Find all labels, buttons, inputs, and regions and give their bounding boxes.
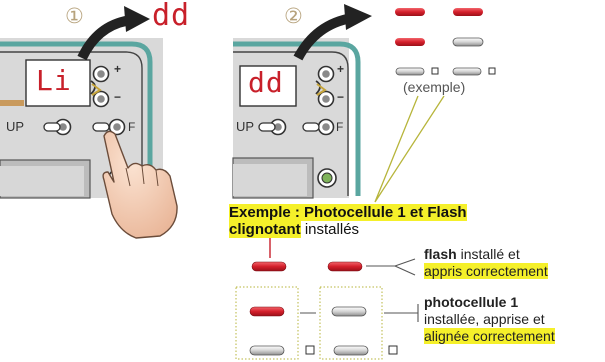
pointing-hand-icon [102,130,178,239]
minus-label: − [337,90,345,104]
example-label: (exemple) [403,79,466,95]
annotation-flash: flash installé et appris correctement [424,246,548,280]
photo-bold: photocellule 1 [424,294,519,310]
f-label: F [336,120,344,134]
photo-line2: installée, apprise et [424,311,545,327]
led-indicator-off [395,67,425,76]
dotted-group-box [319,286,383,360]
led-legend-top [395,8,496,76]
step1-display-result: dd [152,0,191,33]
small-square-icon [488,67,496,75]
led-indicator-off [452,67,482,76]
small-square-icon [388,345,398,355]
led-indicator-on [395,38,425,46]
caption-line1: Exemple : Photocellule 1 et Flash [229,204,467,221]
led-indicator-on [251,261,287,272]
f-label: F [128,120,136,134]
plus-label: + [337,62,345,76]
caption-line2-bold: clignotant [229,221,301,238]
led-indicator-off [249,345,285,356]
curved-arrow-icon-step1 [77,6,150,61]
plus-label: + [114,62,122,76]
up-label: UP [236,119,255,134]
panel-display-step2: dd [248,66,284,99]
bracket-photocellule [300,304,419,322]
led-indicator-off [331,306,367,317]
small-square-icon [305,345,315,355]
small-square-icon [431,67,439,75]
led-indicator-on [327,261,363,272]
caption: Exemple : Photocellule 1 et Flash cligno… [229,204,467,238]
led-indicator-off [452,37,484,47]
dotted-group-box [235,286,299,360]
led-indicator-on [453,8,483,16]
flash-rest: installé et [456,246,520,262]
curved-arrow-icon-step2 [293,4,372,61]
panel-display-step1: Li [36,64,72,97]
step-marker-1: ① [65,4,84,28]
step-marker-2: ② [284,4,303,28]
callout-lines [374,95,445,203]
led-indicator-on [395,8,425,16]
led-legend-bottom [235,238,419,360]
minus-label: − [114,90,122,104]
led-indicator-off [333,345,369,356]
photo-line3: alignée correctement [424,328,555,344]
annotation-photocellule: photocellule 1 installée, apprise et ali… [424,294,555,345]
up-label: UP [6,119,25,134]
control-panel-step1 [0,38,163,199]
caption-line2-rest: installés [300,221,360,238]
terminal-screws-step2 [258,65,337,188]
flash-line2: appris correctement [424,263,548,279]
flash-bold: flash [424,246,457,262]
led-indicator-on [249,306,285,317]
bracket-flash [366,258,416,276]
